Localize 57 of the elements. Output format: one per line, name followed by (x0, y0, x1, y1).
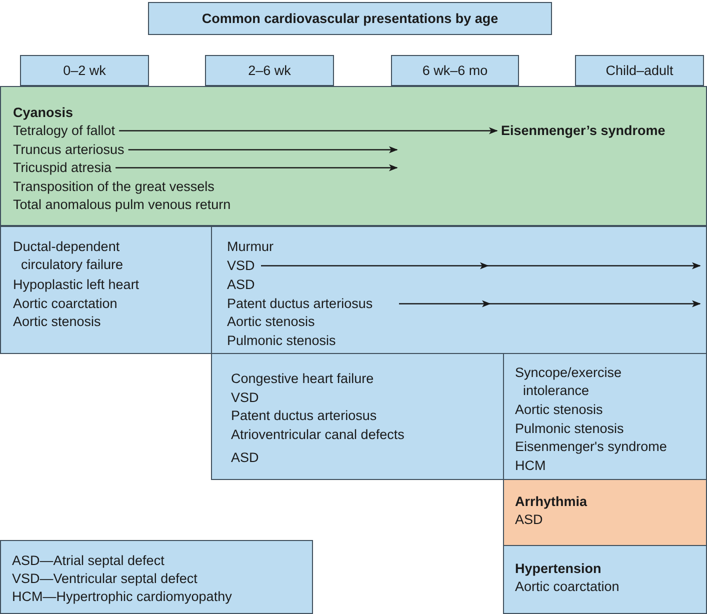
condition-text: VSD (231, 388, 259, 406)
condition-text: Tricuspid atresia (13, 158, 112, 177)
category-panel (503, 353, 707, 480)
age-header-box (575, 55, 704, 86)
header-text: 2–6 wk (247, 62, 292, 80)
condition-text: Total anomalous pulm venous return (13, 196, 231, 214)
header-text: Common cardiovascular presentations by age (200, 10, 500, 28)
age-header-box (205, 55, 334, 86)
condition-text: Eisenmenger's syndrome (515, 438, 667, 456)
condition-text: ASD (227, 276, 255, 294)
category-panel (0, 86, 707, 226)
category-panel (503, 479, 707, 546)
panel-heading: Arrhythmia (515, 492, 588, 511)
condition-text: Congestive heart failure (231, 370, 374, 388)
arrow (119, 127, 498, 134)
condition-text: ASD (515, 510, 543, 528)
condition-text: Syncope/exercise intolerance (515, 364, 623, 400)
abbreviation-key-box (0, 540, 313, 614)
condition-text: Pulmonic stenosis (227, 332, 336, 350)
arrow (116, 164, 398, 172)
category-panel (0, 226, 212, 354)
condition-text: Aortic stenosis (515, 400, 603, 418)
category-panel (211, 226, 707, 354)
condition-text: Ductal-dependent circulatory failure (13, 238, 124, 274)
condition-text: Pulmonic stenosis (515, 420, 624, 438)
condition-text: Hypoplastic left heart (13, 276, 140, 294)
condition-text: VSD (227, 256, 260, 275)
condition-text: Tetralogy of fallot (13, 122, 116, 140)
arrow (399, 300, 701, 308)
category-panel (211, 353, 504, 480)
condition-text: ASD—Atrial septal defect (12, 552, 164, 570)
age-header-box (20, 55, 149, 86)
condition-text: HCM—Hypertrophic cardiomyopathy (12, 588, 232, 606)
age-header-box (391, 55, 519, 86)
header-text: 0–2 wk (62, 62, 107, 80)
condition-text: Patent ductus arteriosus (231, 406, 377, 424)
condition-text: ASD (231, 448, 259, 466)
panel-heading: Cyanosis (13, 104, 74, 122)
category-panel (503, 545, 707, 614)
condition-text: HCM (515, 456, 546, 474)
condition-text: Aortic stenosis (13, 312, 101, 330)
outcome-text: Eisenmenger’s syndrome (501, 122, 666, 140)
condition-text: Atrioventricular canal defects (231, 426, 404, 444)
arrow (261, 262, 701, 270)
panel-heading: Hypertension (515, 560, 602, 578)
condition-text: Patent ductus arteriosus (227, 294, 398, 313)
header-text: Child–adult (604, 62, 674, 80)
title-box (148, 2, 552, 35)
condition-text: Truncus arteriosus (13, 140, 124, 159)
arrow (128, 146, 398, 154)
condition-text: Aortic coarctation (13, 294, 118, 312)
condition-text: Aortic stenosis (227, 312, 315, 330)
condition-text: Murmur (227, 238, 274, 256)
condition-text: Aortic coarctation (515, 578, 620, 596)
header-text: 6 wk–6 mo (421, 62, 489, 80)
condition-text: Transposition of the great vessels (13, 178, 214, 196)
condition-text: VSD—Ventricular septal defect (12, 570, 198, 588)
